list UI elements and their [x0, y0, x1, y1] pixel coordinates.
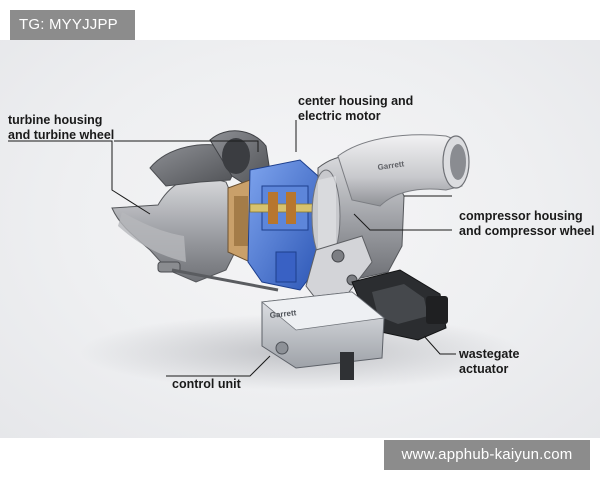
label-turbine-line-2: and turbine wheel	[8, 128, 114, 142]
label-control-unit: control unit	[172, 377, 242, 391]
watermark-bottom-right: www.apphub-kaiyun.com	[384, 440, 590, 470]
compressor-outlet-pipe: Garrett	[337, 134, 470, 207]
label-wastegate-line-2: actuator	[459, 362, 508, 376]
label-compressor-line-2: and compressor wheel	[459, 224, 594, 238]
label-compressor-line-1: compressor housing	[459, 209, 583, 223]
brand-logo-pipe: Garrett	[377, 159, 405, 172]
watermark-top-left: TG: MYYJJPP	[10, 10, 135, 40]
label-turbine-line-1: turbine housing	[8, 113, 102, 127]
leader-lines	[8, 120, 456, 377]
center-housing-electric-motor	[247, 159, 327, 291]
label-wastegate-line-1: wastegate	[458, 347, 519, 361]
label-center-line-2: electric motor	[298, 109, 381, 123]
label-center-line-1: center housing and	[298, 94, 413, 108]
actuator-rod	[171, 268, 279, 292]
control-unit: Garrett	[261, 291, 385, 380]
brand-logo-control-unit: Garrett	[269, 308, 297, 320]
turbine-housing	[111, 130, 271, 283]
